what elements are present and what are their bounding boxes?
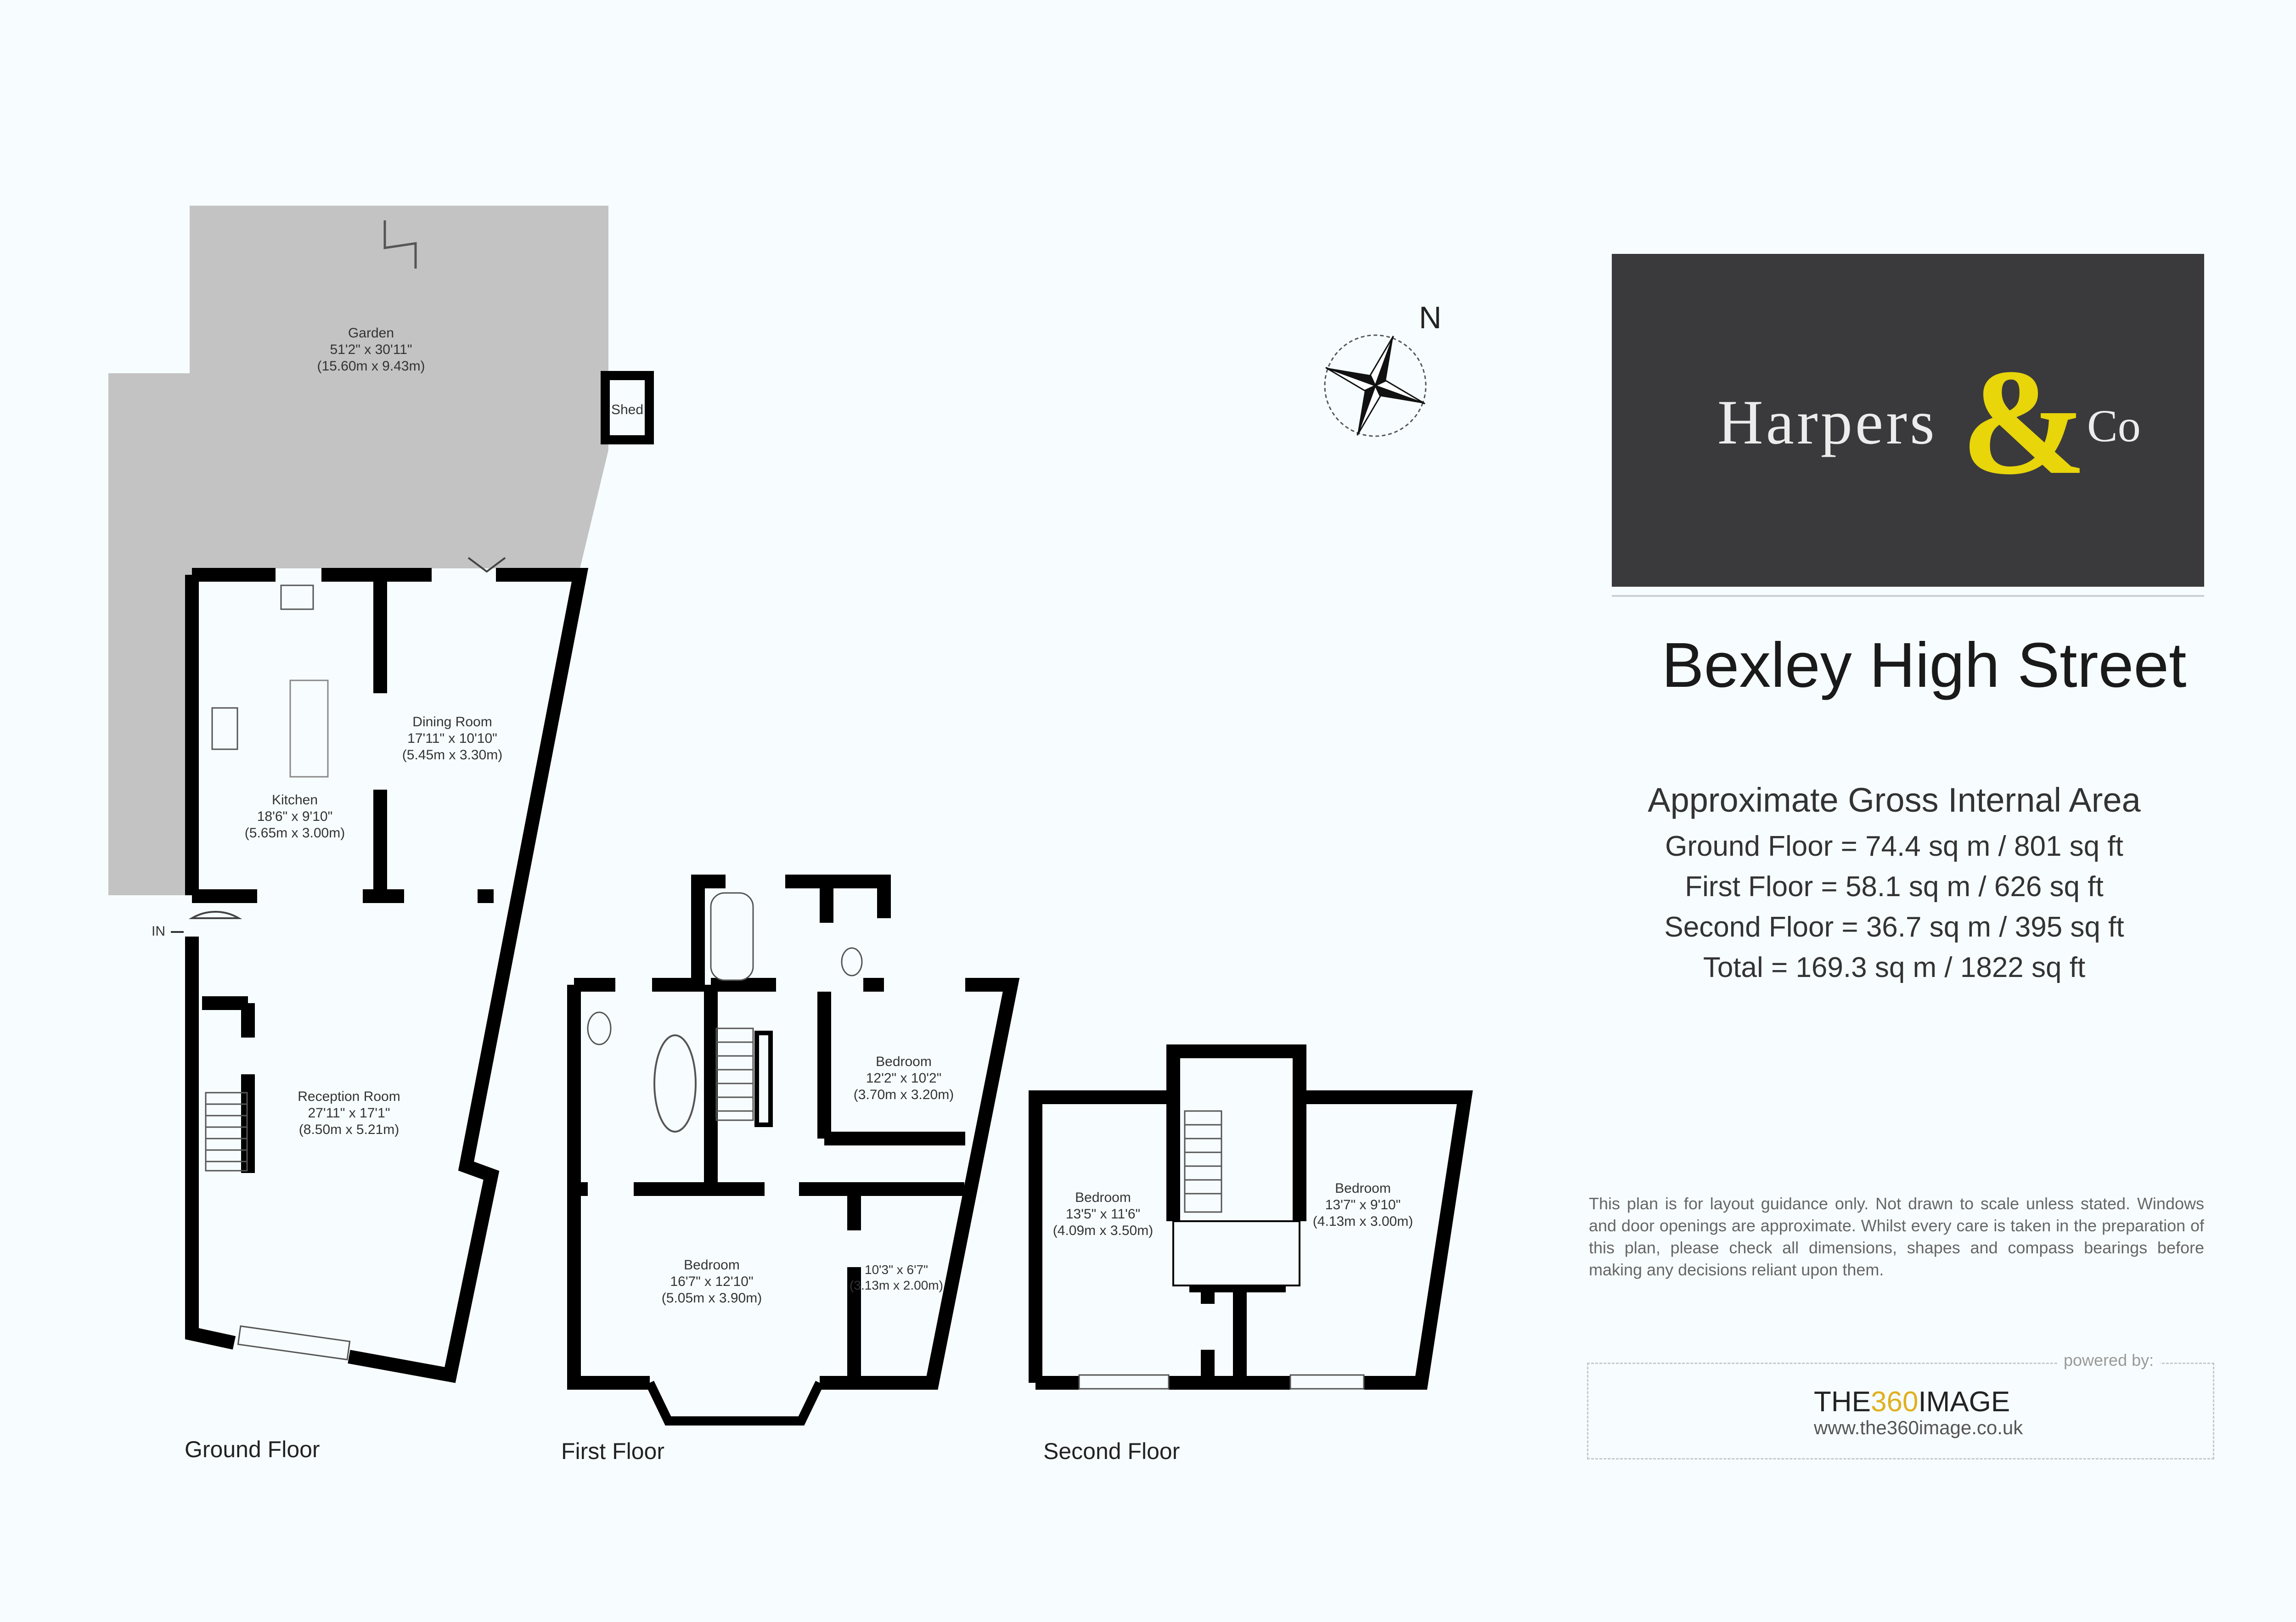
bay-window-ground bbox=[237, 1325, 351, 1361]
credit-url: www.the360image.co.uk bbox=[1814, 1417, 2023, 1438]
logo-divider bbox=[1612, 595, 2204, 597]
room-kitchen-metric: (5.65m x 3.00m) bbox=[245, 825, 345, 841]
room-second-bedroom-a-imperial: 13'5" x 11'6" bbox=[1066, 1207, 1140, 1222]
disclaimer-text: This plan is for layout guidance only. N… bbox=[1589, 1194, 2204, 1279]
second-landing bbox=[1172, 1220, 1300, 1286]
first-staircase bbox=[715, 1027, 754, 1121]
area-line-first: First Floor = 58.1 sq m / 626 sq ft bbox=[1685, 871, 2104, 903]
floor-label-first: First Floor bbox=[561, 1438, 664, 1464]
floor-label-second: Second Floor bbox=[1043, 1438, 1180, 1464]
room-garden-name: Garden bbox=[348, 326, 394, 341]
room-first-bedroom-a-metric: (3.70m x 3.20m) bbox=[854, 1087, 954, 1102]
room-first-bedroom-b-name: Bedroom bbox=[684, 1257, 740, 1273]
room-kitchen-name: Kitchen bbox=[272, 792, 318, 808]
room-second-bedroom-b-name: Bedroom bbox=[1335, 1181, 1391, 1196]
room-second-bedroom-b-imperial: 13'7" x 9'10" bbox=[1325, 1197, 1401, 1212]
room-garden-imperial: 51'2" x 30'11" bbox=[330, 342, 412, 357]
room-first-small-imperial: 10'3" x 6'7" bbox=[865, 1263, 928, 1277]
kitchen-island bbox=[289, 679, 329, 778]
entrance-label: IN bbox=[152, 924, 165, 939]
agent-brand-amp: & bbox=[1961, 338, 2087, 506]
credit-company-c: IMAGE bbox=[1918, 1386, 2010, 1418]
front-door bbox=[188, 911, 242, 919]
room-reception-metric: (8.50m x 5.21m) bbox=[299, 1122, 399, 1137]
room-reception-name: Reception Room bbox=[298, 1089, 400, 1104]
credit-company-a: THE bbox=[1814, 1386, 1871, 1418]
room-dining-metric: (5.45m x 3.30m) bbox=[402, 747, 502, 763]
ground-floor-walls bbox=[185, 568, 589, 1383]
hob bbox=[211, 707, 238, 750]
room-kitchen-imperial: 18'6" x 9'10" bbox=[257, 809, 333, 824]
area-line-total: Total = 169.3 sq m / 1822 sq ft bbox=[1703, 952, 2086, 983]
room-garden-metric: (15.60m x 9.43m) bbox=[317, 359, 425, 374]
svg-text:10'3" x 6'7"(3.13m x 2.00m): 10'3" x 6'7"(3.13m x 2.00m) bbox=[850, 1263, 943, 1292]
room-first-bedroom-a-name: Bedroom bbox=[876, 1054, 932, 1069]
stair-well bbox=[754, 1031, 773, 1127]
credit-box bbox=[1587, 1363, 2214, 1459]
agent-logo bbox=[1612, 254, 2204, 587]
window-second-left bbox=[1078, 1374, 1170, 1390]
garden-north-arrow-icon bbox=[383, 220, 417, 269]
room-first-bedroom-b-metric: (5.05m x 3.90m) bbox=[662, 1291, 762, 1306]
area-heading: Approximate Gross Internal Area bbox=[1648, 781, 2141, 819]
shed bbox=[601, 371, 654, 444]
agent-brand-name: Harpers bbox=[1717, 387, 1937, 457]
window-second-right bbox=[1289, 1374, 1365, 1390]
toilet-first-2 bbox=[841, 947, 863, 977]
compass-rose-icon bbox=[1324, 334, 1427, 437]
garden-area bbox=[108, 206, 608, 895]
second-staircase bbox=[1184, 1110, 1222, 1213]
kitchen-sink bbox=[280, 584, 314, 610]
freestanding-bath bbox=[653, 1034, 697, 1133]
area-line-ground: Ground Floor = 74.4 sq m / 801 sq ft bbox=[1665, 831, 2123, 862]
room-second-bedroom-b-metric: (4.13m x 3.00m) bbox=[1313, 1214, 1413, 1229]
floor-label-ground: Ground Floor bbox=[185, 1437, 320, 1462]
room-shed-name: Shed bbox=[611, 402, 643, 417]
area-line-second: Second Floor = 36.7 sq m / 395 sq ft bbox=[1664, 911, 2124, 943]
first-floor-walls bbox=[567, 875, 1020, 1390]
credit-company: THE360IMAGE bbox=[1814, 1386, 2010, 1418]
ground-staircase bbox=[205, 1092, 248, 1172]
agent-brand-suffix: Co bbox=[2087, 400, 2141, 451]
powered-by-label: powered by: bbox=[2057, 1351, 2161, 1370]
patio-doors bbox=[467, 557, 506, 573]
toilet-first bbox=[587, 1011, 612, 1045]
room-first-bedroom-b-imperial: 16'7" x 12'10" bbox=[670, 1274, 753, 1289]
bay-window-first bbox=[645, 1381, 824, 1426]
room-second-bedroom-a-name: Bedroom bbox=[1075, 1190, 1131, 1205]
room-first-small-metric: (3.13m x 2.00m) bbox=[850, 1278, 943, 1292]
room-dining-name: Dining Room bbox=[412, 714, 492, 730]
room-reception-imperial: 27'11" x 17'1" bbox=[308, 1106, 390, 1121]
room-first-bedroom-a-imperial: 12'2" x 10'2" bbox=[866, 1071, 942, 1086]
room-second-bedroom-a-metric: (4.09m x 3.50m) bbox=[1053, 1223, 1153, 1238]
compass-north-label: N bbox=[1419, 300, 1441, 335]
room-dining-imperial: 17'11" x 10'10" bbox=[407, 731, 497, 746]
property-title: Bexley High Street bbox=[1661, 630, 2187, 701]
second-floor-walls bbox=[1029, 1044, 1473, 1390]
credit-company-b: 360 bbox=[1871, 1386, 1919, 1418]
bath-first bbox=[710, 892, 754, 981]
